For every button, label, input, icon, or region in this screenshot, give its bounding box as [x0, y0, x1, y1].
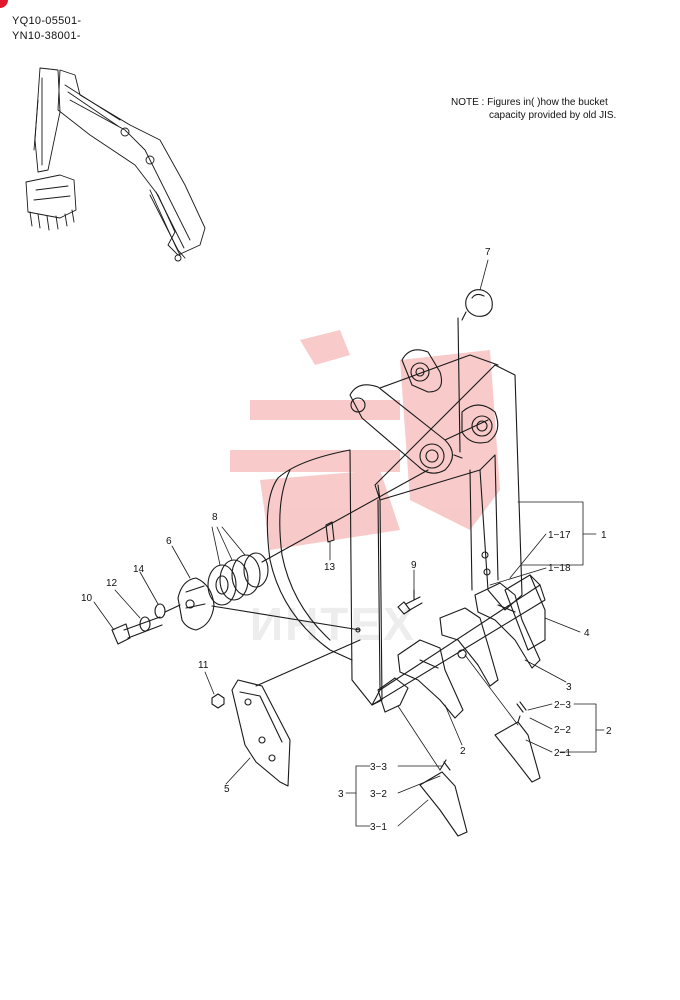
guide-line-2 [255, 639, 361, 687]
callout-1-17: 1−17 [548, 530, 571, 541]
callout-6: 6 [166, 536, 172, 547]
tooth-3-exploded [397, 705, 468, 837]
bucket-teeth [377, 582, 541, 719]
callout-3-3: 3−3 [370, 762, 387, 773]
serial-number-range-1: YQ10-05501- [12, 15, 82, 27]
callout-1-18: 1−18 [548, 563, 571, 574]
guide-line-1 [211, 605, 361, 631]
note-block: NOTE : Figures in( )how the bucket capac… [451, 96, 616, 122]
callout-1: 1 [601, 530, 607, 541]
pin-13 [325, 521, 335, 543]
callout-12: 12 [106, 578, 118, 589]
shim-stack-8 [207, 552, 269, 606]
callout-3: 3 [566, 682, 572, 693]
callout-2: 2 [460, 746, 466, 757]
note-line-2: capacity provided by old JIS. [489, 110, 617, 121]
bolt-9 [397, 589, 423, 615]
callout-8: 8 [212, 512, 218, 523]
bolt-guide [164, 604, 181, 613]
callout-4: 4 [584, 628, 590, 639]
callout-13: 13 [324, 562, 336, 573]
callout-2-group: 2 [606, 726, 612, 737]
corner-marker [0, 0, 8, 8]
leader-lines [93, 259, 605, 827]
callout-3-group: 3 [338, 789, 344, 800]
callout-2-3: 2−3 [554, 700, 571, 711]
watermark: ИНТЕХ [230, 330, 500, 650]
callouts: 7 8 6 14 12 10 9 13 11 5 4 3 2 1−17 1−18… [81, 247, 612, 833]
callout-10: 10 [81, 593, 93, 604]
bolt-10 [111, 616, 163, 645]
callout-3-1: 3−1 [370, 822, 387, 833]
serial-number-range-2: YN10-38001- [12, 30, 81, 42]
note-line-1: NOTE : Figures in( )how the bucket [451, 97, 608, 108]
side-plate-6 [177, 577, 215, 631]
washer-14 [154, 603, 166, 619]
tooth-2-exploded [464, 654, 541, 783]
side-cutter-5 [231, 679, 291, 787]
callout-2-2: 2−2 [554, 725, 571, 736]
callout-11: 11 [198, 660, 209, 671]
callout-5: 5 [224, 784, 230, 795]
excavator-thumbnail [25, 67, 206, 262]
callout-3-2: 3−2 [370, 789, 387, 800]
callout-14: 14 [133, 564, 145, 575]
callout-7: 7 [485, 247, 491, 258]
washer-12 [139, 616, 151, 632]
callout-9: 9 [411, 560, 417, 571]
bucket-assembly [266, 349, 546, 706]
callout-2-1: 2−1 [554, 748, 571, 759]
pin-7 [453, 289, 493, 459]
watermark-text: ИНТЕХ [250, 598, 416, 650]
shaft-line [261, 469, 429, 563]
nut-11 [211, 693, 225, 709]
